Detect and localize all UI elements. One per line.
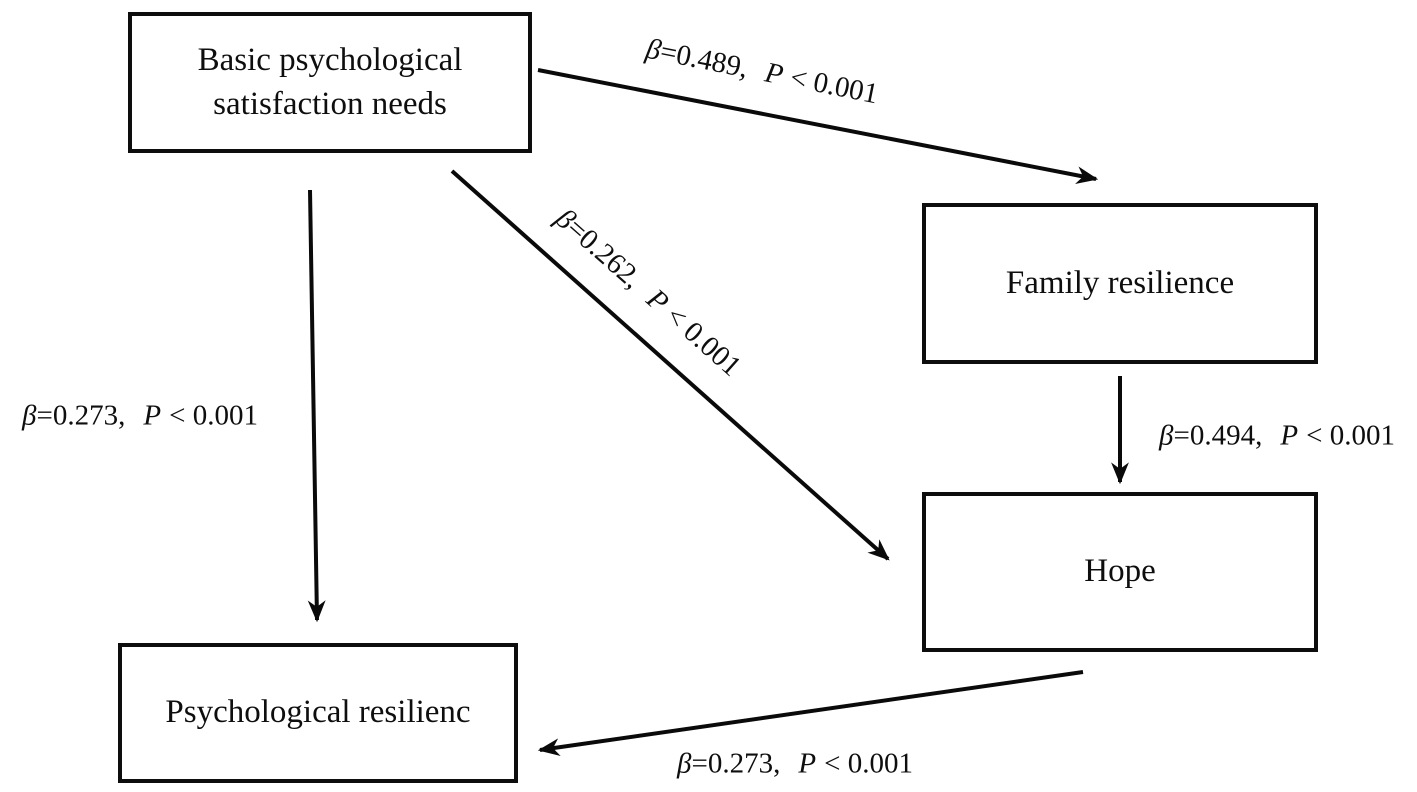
edge-label-bpsn-psych: β=0.273, P< 0.001 [22,400,258,433]
beta-value: =0.273, [691,747,781,780]
arrow-bpsn-to-family [537,68,1099,185]
edge-label-hope-psych: β=0.273, P< 0.001 [677,748,913,781]
p-symbol: P [798,747,817,780]
node-basic-psychological-satisfaction-needs: Basic psychological satisfaction needs [128,12,532,153]
p-value: < 0.001 [169,399,258,432]
arrow-bpsn-to-psych [307,189,326,623]
p-symbol: P [762,56,786,92]
node-family-resilience: Family resilience [922,203,1318,364]
beta-symbol: β [1159,419,1174,452]
beta-value: =0.273, [36,399,126,432]
p-symbol: P [143,399,162,432]
arrow-bpsn-to-hope [450,169,890,561]
p-value: < 0.001 [824,747,913,780]
beta-symbol: β [677,747,692,780]
edge-label-family-hope: β=0.494, P< 0.001 [1159,420,1395,453]
beta-symbol: β [22,399,37,432]
p-symbol: P [1280,419,1299,452]
arrow-hope-to-psych [537,670,1084,757]
node-psychological-resilience: Psychological resilienc [118,643,518,783]
beta-value: =0.494, [1173,419,1263,452]
node-hope: Hope [922,492,1318,652]
p-value: < 0.001 [1306,419,1395,452]
